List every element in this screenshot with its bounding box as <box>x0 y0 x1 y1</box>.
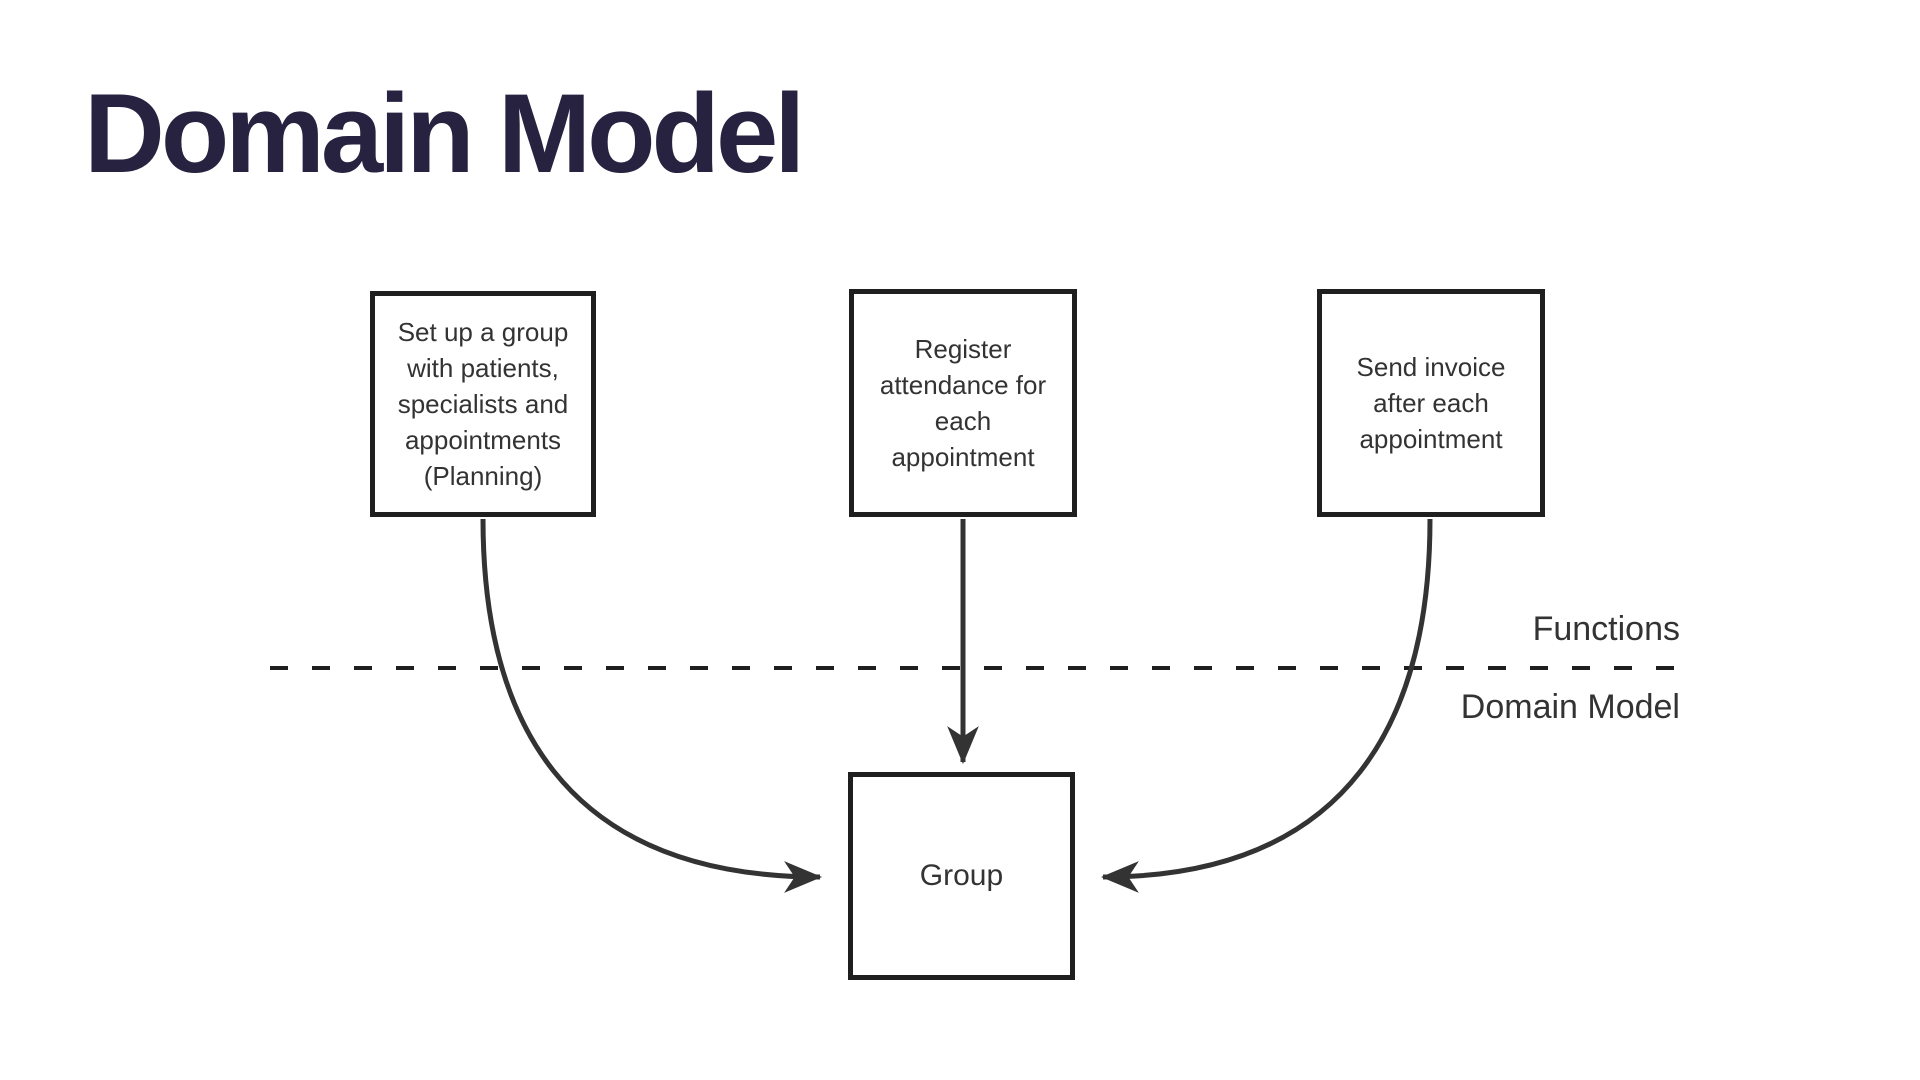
domain-model-region-label: Domain Model <box>1460 688 1680 726</box>
function-box-send-invoice: Send invoice after each appointment <box>1317 289 1545 517</box>
arrow-planning-to-group <box>480 518 823 893</box>
function-box-send-invoice-label: Send invoice after each appointment <box>1356 352 1506 454</box>
function-box-planning: Set up a group with patients, specialist… <box>370 291 596 517</box>
function-box-register-attendance: Register attendance for each appointment <box>849 289 1077 517</box>
arrow-invoice-to-group <box>1100 518 1433 893</box>
function-box-register-attendance-label: Register attendance for each appointment <box>879 334 1047 472</box>
function-box-planning-label: Set up a group with patients, specialist… <box>397 317 569 491</box>
entity-box-group-label: Group <box>919 859 1004 892</box>
functions-region-label: Functions <box>1532 610 1680 648</box>
entity-box-group: Group <box>848 772 1075 980</box>
page-title: Domain Model <box>84 71 805 196</box>
